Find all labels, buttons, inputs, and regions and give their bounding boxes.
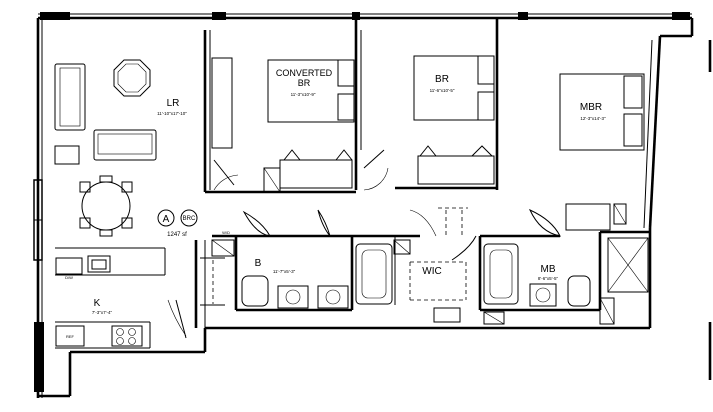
unit-code-badge: A BRC 1247 sf [157, 209, 198, 238]
living-room-furniture [54, 59, 157, 237]
bathroom-fixtures [211, 237, 649, 325]
refrigerator-label: REF [66, 334, 75, 339]
exterior-walls [33, 12, 712, 398]
kitchen-fixtures [55, 255, 143, 347]
room-b-name: B [255, 258, 262, 269]
unit-area: 1247 sf [167, 232, 187, 238]
room-mbr-dims: 12'-3"x14'-3" [580, 116, 606, 121]
room-b-dims: 11'-7"x5'-3" [273, 269, 296, 274]
room-br-dims: 11'-6"x10'-5" [430, 88, 455, 93]
room-mb-dims: 8'-6"x5'-5" [538, 276, 559, 281]
unit-code-suffix: BRC [183, 216, 196, 222]
bedroom-furniture [211, 55, 645, 231]
washer-dryer-label: W/D [222, 230, 230, 235]
room-br-name: BR [435, 74, 449, 85]
doors [167, 149, 561, 339]
room-wic-name: WIC [422, 266, 441, 277]
room-converted-br-name: CONVERTED [276, 68, 333, 78]
room-lr-name: LR [167, 98, 180, 109]
room-k-dims: 7'-3"x7'-4" [92, 310, 113, 315]
room-mbr-name: MBR [580, 102, 602, 113]
room-converted-br-dims: 11'-3"x10'-9" [291, 92, 316, 97]
room-converted-br-name-2: BR [298, 78, 311, 88]
dishwasher-label: D/W [65, 275, 73, 280]
room-lr-dims: 11'-10"x17'-10" [157, 111, 187, 116]
room-labels: LR 11'-10"x17'-10" CONVERTED BR 11'-3"x1… [92, 68, 606, 315]
unit-code-letter: A [163, 214, 170, 225]
room-k-name: K [94, 298, 101, 309]
interior-walls [55, 18, 650, 349]
fixture-labels: D/W REF W/D [65, 230, 230, 339]
room-mb-name: MB [541, 264, 556, 275]
